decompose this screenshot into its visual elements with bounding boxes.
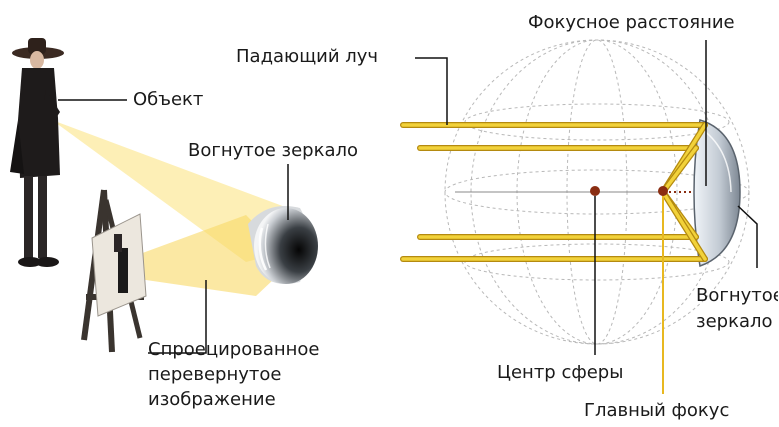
incident-rays	[400, 122, 708, 262]
right-leader-lines	[415, 40, 758, 355]
leader-mirror-right	[737, 205, 758, 268]
label-concave-mirror-right: Вогнутое зеркало	[696, 285, 778, 332]
label-object: Объект	[133, 89, 204, 110]
label-incident-ray: Падающий луч	[236, 46, 379, 67]
sphere-center-point	[590, 186, 600, 196]
concave-mirror-right	[693, 119, 741, 268]
person-figure	[10, 38, 64, 267]
label-principal-focus: Главный фокус	[584, 400, 730, 421]
leader-projected-image	[148, 280, 207, 354]
leader-incident-ray	[415, 57, 448, 125]
light-cone-projected	[118, 215, 292, 296]
reflected-rays	[660, 122, 708, 262]
canvas-board	[91, 213, 147, 317]
label-projected-image: Спроецированное перевернутое изображение	[148, 339, 320, 410]
label-sphere-center: Центр сферы	[497, 362, 624, 383]
label-concave-mirror-left: Вогнутое зеркало	[188, 140, 359, 161]
principal-focus-point	[658, 186, 668, 196]
left-leader-lines	[58, 99, 289, 354]
concave-mirror-left	[248, 206, 318, 284]
label-focal-length: Фокусное расстояние	[528, 12, 735, 33]
